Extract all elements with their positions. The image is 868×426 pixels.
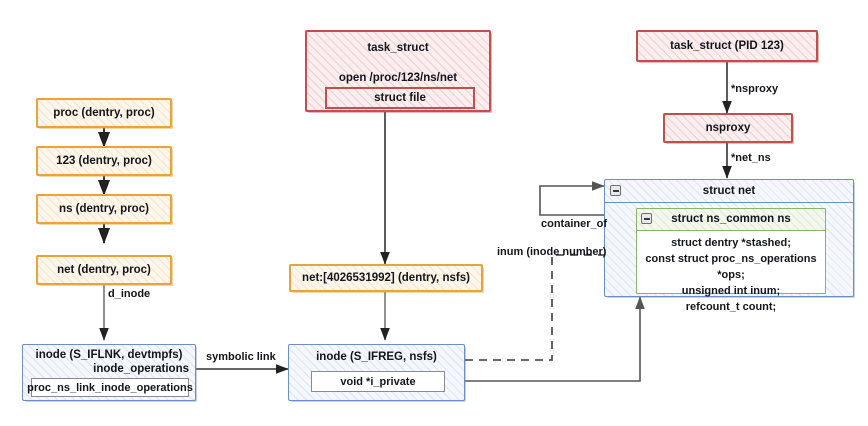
- inner-label: proc_ns_link_inode_operations: [27, 381, 193, 394]
- node-label: 123 (dentry, proc): [56, 154, 152, 167]
- collapse-icon-ns-common[interactable]: [641, 213, 652, 224]
- collapse-icon-struct-net[interactable]: [610, 185, 621, 196]
- struct-net-title: struct net: [702, 185, 756, 197]
- node-task-struct-open[interactable]: task_struct open /proc/123/ns/net struct…: [305, 30, 491, 112]
- node-dentry-net[interactable]: net (dentry, proc): [36, 255, 172, 285]
- inner-label: struct file: [374, 92, 426, 104]
- ns-common-field: refcount_t count;: [685, 300, 777, 313]
- node-label: proc (dentry, proc): [53, 106, 155, 119]
- edge-label-container-of: container_of: [541, 218, 608, 230]
- node-inode-ifreg[interactable]: inode (S_IFREG, nsfs) void *i_private: [288, 344, 465, 401]
- node-dentry-ns[interactable]: ns (dentry, proc): [36, 194, 172, 224]
- node-dentry-proc[interactable]: proc (dentry, proc): [36, 98, 172, 128]
- edge-label-inum: inum (inode number): [497, 246, 607, 258]
- node-nsfs-dentry[interactable]: net:[4026531992] (dentry, nsfs): [289, 264, 483, 292]
- edge-label-net-ns: *net_ns: [731, 152, 771, 164]
- node-label: task_struct (PID 123): [670, 39, 784, 52]
- ns-common-header: struct ns_common ns: [637, 209, 825, 231]
- struct-net-header-divider: [605, 202, 853, 203]
- edge-label-d-inode: d_inode: [108, 288, 151, 300]
- node-label: nsproxy: [705, 121, 751, 134]
- proc-ns-link-inode-operations-box[interactable]: proc_ns_link_inode_operations: [27, 378, 193, 397]
- task-struct-title: task_struct: [367, 42, 429, 54]
- ns-common-field: const struct proc_ns_operations *ops;: [645, 252, 817, 281]
- struct-file-box[interactable]: struct file: [325, 87, 475, 109]
- ns-common-fields: struct dentry *stashed; const struct pro…: [637, 236, 825, 316]
- ns-common-title: struct ns_common ns: [671, 213, 791, 225]
- i-private-box[interactable]: void *i_private: [311, 371, 445, 392]
- node-inode-iflnk[interactable]: inode (S_IFLNK, devtmpfs) inode_operatio…: [22, 344, 196, 401]
- inner-label: void *i_private: [340, 375, 416, 388]
- ns-common-field: unsigned int inum;: [681, 284, 781, 297]
- edge-label-symbolic-link: symbolic link: [206, 351, 276, 363]
- node-dentry-123[interactable]: 123 (dentry, proc): [36, 146, 172, 176]
- node-label: net (dentry, proc): [57, 263, 151, 276]
- node-label: ns (dentry, proc): [59, 202, 149, 215]
- node-nsproxy[interactable]: nsproxy: [663, 113, 793, 143]
- inode-iflnk-title: inode (S_IFLNK, devtmpfs): [35, 349, 183, 361]
- ns-common-field: struct dentry *stashed;: [671, 237, 791, 249]
- inode-operations-label: inode_operations: [93, 363, 189, 375]
- node-ns-common[interactable]: struct ns_common ns struct dentry *stash…: [636, 208, 826, 313]
- edge-label-nsproxy: *nsproxy: [731, 83, 779, 95]
- node-task-struct-pid[interactable]: task_struct (PID 123): [636, 30, 818, 62]
- node-label: net:[4026531992] (dentry, nsfs): [302, 271, 470, 284]
- inode-ifreg-title: inode (S_IFREG, nsfs): [316, 351, 437, 363]
- open-path-label: open /proc/123/ns/net: [338, 72, 458, 84]
